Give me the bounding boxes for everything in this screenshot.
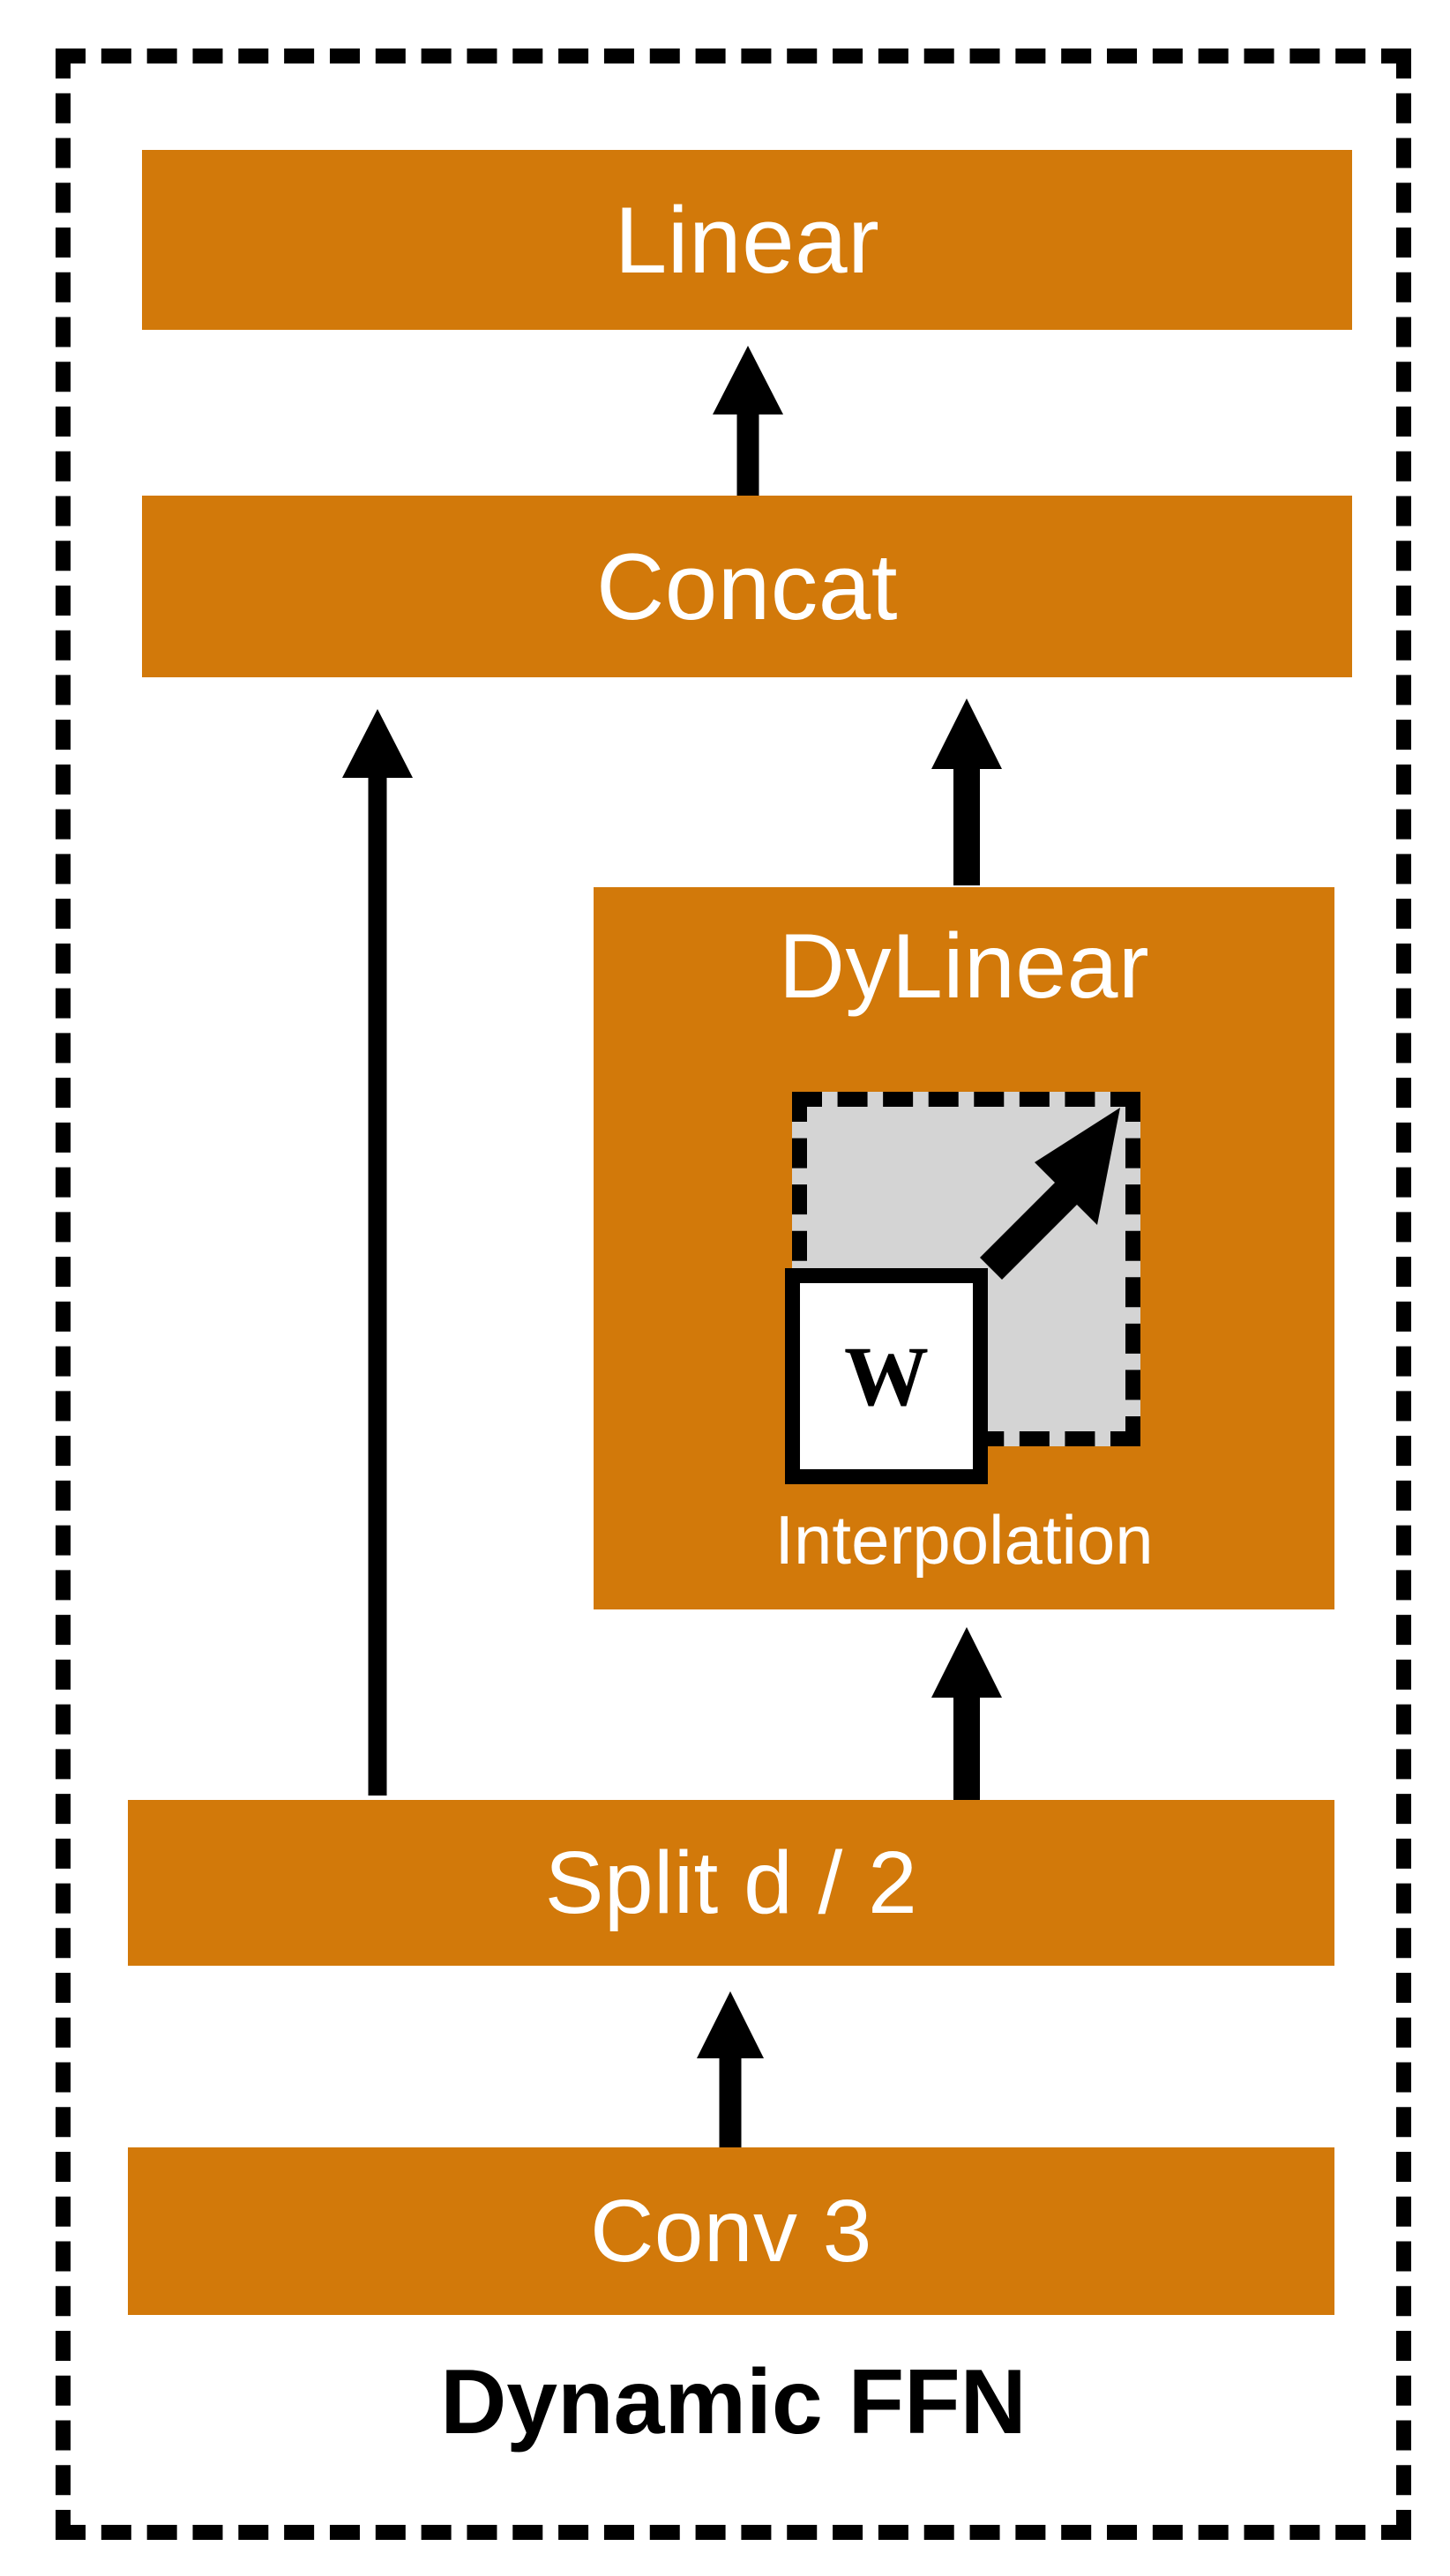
arrow-split-to-dylinear-icon bbox=[931, 1627, 1002, 1800]
interpolation-glyph: W bbox=[785, 1092, 1140, 1484]
block-concat-label: Concat bbox=[595, 533, 899, 639]
arrow-head bbox=[931, 698, 1002, 769]
block-dylinear-caption: Interpolation bbox=[774, 1501, 1154, 1579]
block-linear-label: Linear bbox=[614, 186, 880, 293]
block-conv[interactable]: Conv 3 bbox=[128, 2147, 1334, 2315]
arrow-dylinear-to-concat-icon bbox=[931, 698, 1002, 885]
arrow-split-to-concat-icon bbox=[342, 709, 413, 1796]
arrow-shaft bbox=[953, 1696, 980, 1800]
arrow-shaft bbox=[719, 2057, 742, 2148]
arrow-shaft bbox=[368, 776, 387, 1796]
arrow-shaft bbox=[736, 413, 759, 497]
weight-matrix-box: W bbox=[785, 1268, 988, 1484]
block-split[interactable]: Split d / 2 bbox=[128, 1800, 1334, 1966]
weight-matrix-label: W bbox=[844, 1328, 929, 1423]
arrow-head bbox=[931, 1627, 1002, 1698]
dynamic-ffn-module-boundary bbox=[56, 49, 1411, 2540]
arrow-concat-to-linear-icon bbox=[713, 346, 783, 497]
block-dylinear-label: DyLinear bbox=[778, 915, 1150, 1018]
block-dylinear[interactable]: DyLinear W Interpolation bbox=[594, 887, 1334, 1609]
arrow-head bbox=[697, 1991, 764, 2058]
arrow-head bbox=[342, 709, 413, 778]
block-conv-label: Conv 3 bbox=[590, 2182, 872, 2281]
block-linear[interactable]: Linear bbox=[142, 150, 1352, 330]
module-caption: Dynamic FFN bbox=[440, 2351, 1027, 2453]
block-split-label: Split d / 2 bbox=[544, 1833, 918, 1932]
arrow-conv-to-split-icon bbox=[695, 1991, 766, 2148]
arrow-shaft bbox=[953, 767, 980, 885]
block-concat[interactable]: Concat bbox=[142, 496, 1352, 677]
arrow-head bbox=[713, 346, 783, 414]
